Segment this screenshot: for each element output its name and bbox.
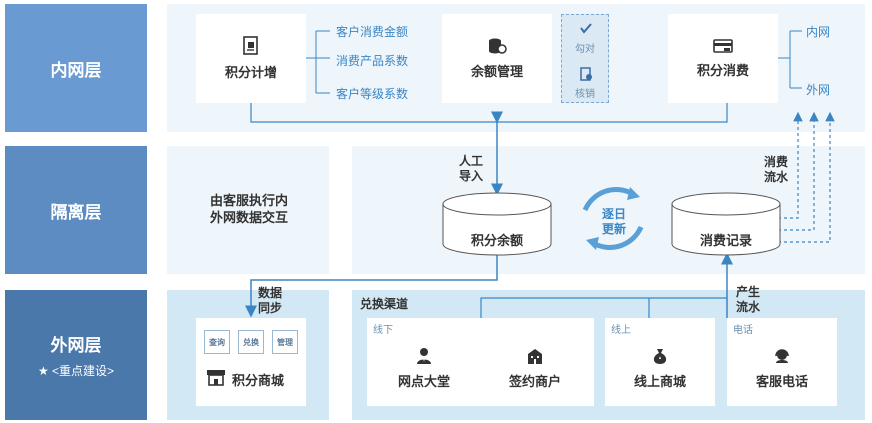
card-balance-mgmt: 余额管理 xyxy=(442,14,552,103)
consume-flow-label: 消费流水 xyxy=(763,155,788,184)
person-icon xyxy=(417,347,431,364)
manual-import-label: 人工导入 xyxy=(458,154,483,183)
check-label: 勾对 xyxy=(575,44,595,55)
daily-update-label: 逐日更新 xyxy=(601,207,626,236)
channel-merchant: 签约商户 xyxy=(485,338,585,398)
group-offline: 线下 xyxy=(367,318,594,406)
online-mall-label: 线上商城 xyxy=(633,373,686,389)
layer-label-isolation: 隔离层 xyxy=(5,146,147,274)
building-icon xyxy=(528,348,542,364)
layer-outer-subtitle: ★ <重点建设> xyxy=(37,364,115,378)
group-online-label: 线上 xyxy=(611,325,631,336)
channel-service-phone: 客服电话 xyxy=(732,338,832,398)
channel-branch-hall: 网点大堂 xyxy=(374,338,474,398)
points-increase-label: 积分计增 xyxy=(224,65,277,80)
branch-hall-label: 网点大堂 xyxy=(397,373,450,389)
writeoff-icon xyxy=(580,67,592,81)
layer-label-inner: 内网层 xyxy=(5,4,147,132)
card-points-increase: 积分计增 xyxy=(196,14,306,103)
factor-3: 客户等级系数 xyxy=(336,87,409,101)
points-consume-label: 积分消费 xyxy=(696,63,749,78)
group-phone-label: 电话 xyxy=(733,325,753,336)
factor-1: 客户消费金额 xyxy=(336,25,409,39)
points-balance-label: 积分余额 xyxy=(470,233,523,248)
layer-isolation-text: 隔离层 xyxy=(50,202,102,222)
factor-2: 消费产品系数 xyxy=(336,54,409,68)
store-icon xyxy=(207,370,225,386)
consume-records-label: 消费记录 xyxy=(699,233,752,248)
card-points-mall: 查询 兑换 管理 积分商城 xyxy=(196,318,306,406)
points-mall-label: 积分商城 xyxy=(232,373,285,388)
check-box: 勾对 核销 xyxy=(561,14,609,103)
headset-icon xyxy=(775,348,789,363)
service-phone-label: 客服电话 xyxy=(755,373,808,389)
card-points-consume: 积分消费 xyxy=(668,14,778,103)
channel-online-mall: 线上商城 xyxy=(610,338,710,398)
coins-icon xyxy=(489,38,507,54)
mall-exchange-button[interactable]: 兑换 xyxy=(238,330,264,354)
money-bag-icon xyxy=(653,348,667,364)
card-icon xyxy=(713,39,733,53)
mall-manage-button[interactable]: 管理 xyxy=(272,330,298,354)
mall-query-button[interactable]: 查询 xyxy=(204,330,230,354)
layer-inner-text: 内网层 xyxy=(50,60,102,80)
data-sync-label: 数据同步 xyxy=(257,286,282,315)
exchange-channels-label: 兑换渠道 xyxy=(360,297,409,311)
layer-label-outer: 外网层 ★ <重点建设> xyxy=(5,290,147,420)
target-intranet: 内网 xyxy=(806,25,831,39)
layer-outer-text: 外网层 xyxy=(50,336,102,355)
balance-mgmt-label: 余额管理 xyxy=(470,64,523,79)
target-extranet: 外网 xyxy=(806,83,831,97)
document-icon xyxy=(243,36,258,55)
group-offline-label: 线下 xyxy=(373,325,393,336)
generate-flow-label: 产生流水 xyxy=(735,285,760,314)
check-icon xyxy=(580,23,592,34)
writeoff-label: 核销 xyxy=(575,89,595,100)
isolation-note: 由客服执行内外网数据交互 xyxy=(209,193,288,225)
merchant-label: 签约商户 xyxy=(508,373,561,389)
